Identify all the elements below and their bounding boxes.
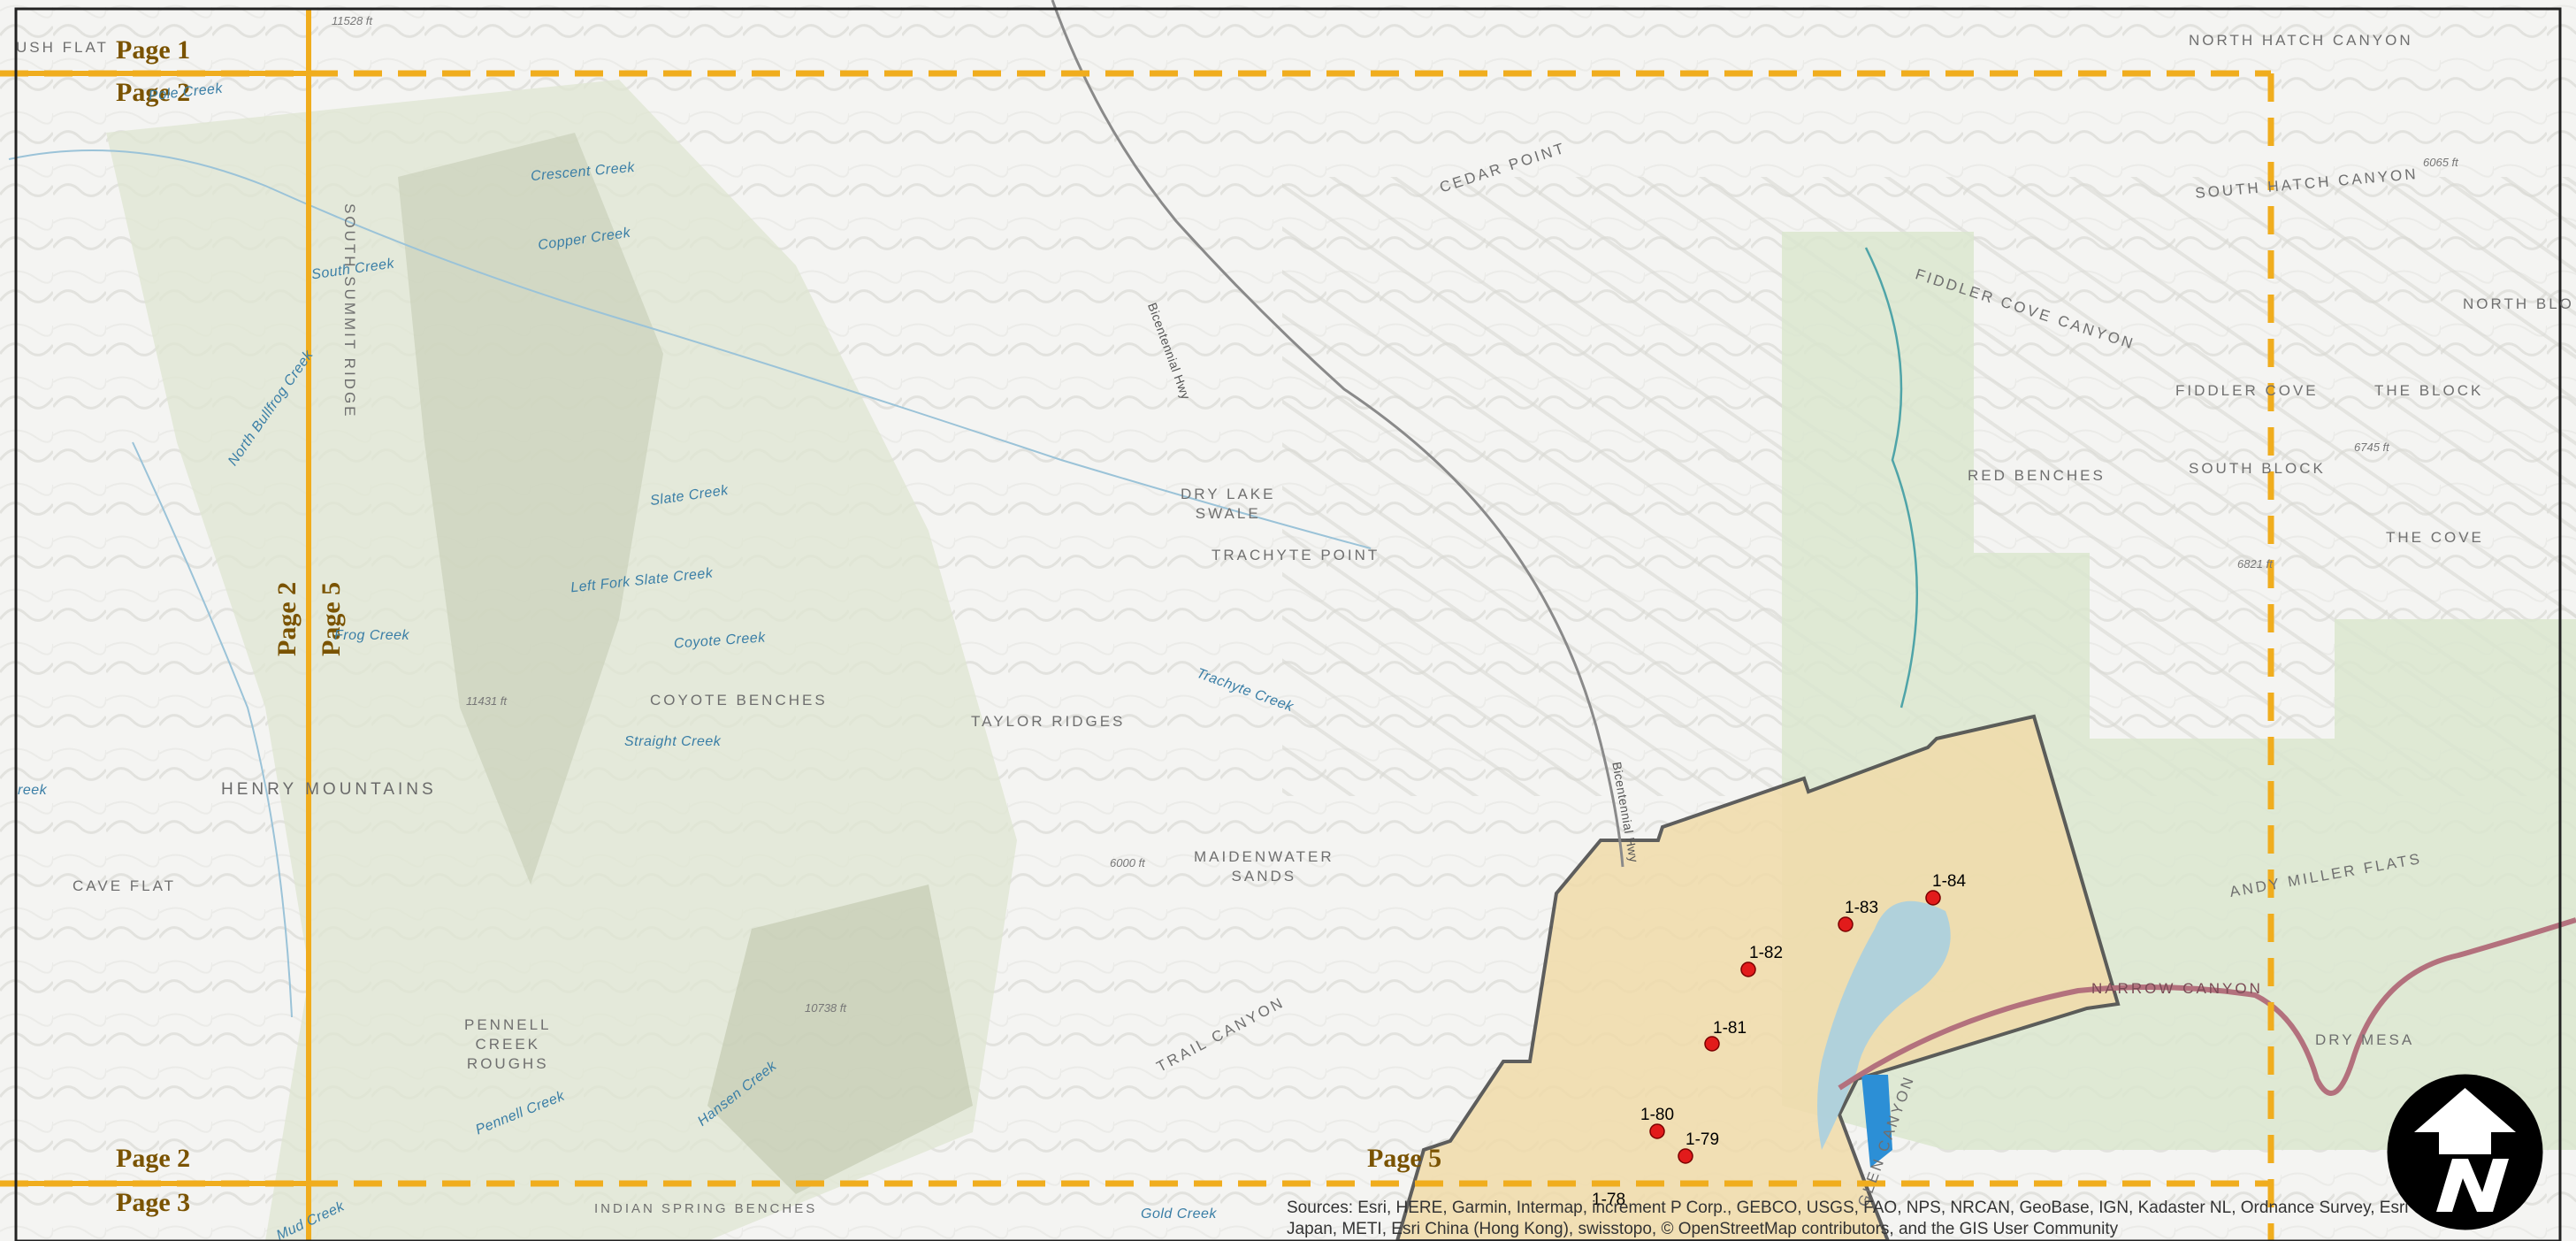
place-rush-flat: USH FLAT — [16, 39, 109, 56]
place-south-summit-ridge: SOUTH SUMMIT RIDGE — [341, 203, 358, 419]
place-indian-spring-benches: INDIAN SPRING BENCHES — [594, 1201, 818, 1216]
place-coyote-benches: COYOTE BENCHES — [650, 692, 828, 709]
stream-2 — [132, 441, 293, 1018]
elevation-e7: 6065 ft — [2423, 156, 2458, 169]
place-fiddler-cove: FIDDLER COVE — [2175, 382, 2319, 399]
place-trachyte-point: TRACHYTE POINT — [1212, 547, 1380, 563]
lake — [1817, 900, 1951, 1150]
water-creek-left: reek — [18, 783, 48, 798]
survey-point-label-1-82: 1-82 — [1749, 944, 1784, 962]
elevation-e1: 11528 ft — [332, 14, 373, 27]
survey-point-1-79[interactable] — [1678, 1148, 1693, 1164]
map-attribution: Sources: Esri, HERE, Garmin, Intermap, i… — [1287, 1198, 2542, 1240]
map-border — [14, 7, 2562, 1241]
place-the-cove: THE COVE — [2386, 529, 2484, 546]
bicentennial-highway — [1051, 0, 1624, 868]
mountain-core — [398, 133, 663, 885]
place-the-block: THE BLOCK — [2374, 382, 2484, 399]
elevation-e3: 10738 ft — [805, 1001, 846, 1015]
page-label-top-page2[interactable]: Page 2 — [116, 78, 191, 107]
mountain-south — [707, 885, 973, 1194]
survey-point-1-84[interactable] — [1925, 890, 1941, 906]
place-henry-mountains: HENRY MOUNTAINS — [221, 780, 437, 799]
survey-point-1-82[interactable] — [1740, 961, 1756, 977]
survey-point-label-1-81: 1-81 — [1713, 1019, 1747, 1038]
place-red-benches: RED BENCHES — [1968, 467, 2106, 484]
water-straight-creek: Straight Creek — [624, 734, 722, 749]
place-narrow-canyon: NARROW CANYON — [2091, 980, 2263, 997]
page-label-top-page1[interactable]: Page 1 — [116, 35, 191, 65]
survey-point-1-80[interactable] — [1649, 1123, 1665, 1139]
place-maidenwater-sands: MAIDENWATER SANDS — [1194, 848, 1334, 885]
page-label-left-page5[interactable]: Page 5 — [317, 581, 346, 656]
survey-point-1-83[interactable] — [1838, 916, 1854, 932]
river — [1838, 917, 2576, 1096]
stream-1 — [8, 149, 1372, 549]
elevation-e5: 6745 ft — [2354, 440, 2389, 454]
survey-point-label-1-79: 1-79 — [1685, 1130, 1720, 1149]
lake-deep — [1861, 1075, 1892, 1168]
survey-point-label-1-84: 1-84 — [1932, 872, 1967, 891]
survey-point-label-1-80: 1-80 — [1640, 1106, 1675, 1124]
water-frog-creek: Frog Creek — [334, 628, 410, 643]
water-gold-creek: Gold Creek — [1141, 1207, 1217, 1222]
elevation-e2: 11431 ft — [466, 694, 508, 708]
elevation-e6: 6821 ft — [2237, 557, 2273, 571]
place-north-block: NORTH BLO — [2463, 295, 2574, 312]
page-label-bottom-page2[interactable]: Page 2 — [116, 1144, 191, 1173]
place-dry-mesa: DRY MESA — [2315, 1031, 2415, 1048]
place-north-hatch-canyon: NORTH HATCH CANYON — [2189, 32, 2413, 49]
place-dry-lake-swale: DRY LAKE SWALE — [1181, 486, 1276, 522]
survey-point-label-1-78: 1-78 — [1592, 1191, 1626, 1209]
place-south-block: SOUTH BLOCK — [2189, 460, 2326, 477]
study-area-polygon[interactable] — [1395, 714, 2121, 1241]
stream-3 — [1864, 247, 1919, 709]
attribution-line-2: Japan, METI, Esri China (Hong Kong), swi… — [1287, 1220, 2119, 1238]
attribution-line-1: Sources: Esri, HERE, Garmin, Intermap, i… — [1287, 1199, 2409, 1217]
north-arrow-icon — [2383, 1070, 2547, 1234]
elevation-e4: 6000 ft — [1110, 856, 1145, 869]
survey-point-1-81[interactable] — [1704, 1036, 1720, 1052]
place-taylor-ridges: TAYLOR RIDGES — [971, 713, 1126, 730]
page-label-bottom-page5[interactable]: Page 5 — [1367, 1144, 1442, 1173]
place-pennell-creek-roughs: PENNELL CREEK ROUGHS — [464, 1016, 552, 1072]
survey-point-label-1-83: 1-83 — [1845, 899, 1879, 917]
page-label-bottom-page3[interactable]: Page 3 — [116, 1188, 191, 1217]
place-cave-flat: CAVE FLAT — [73, 877, 177, 894]
page-label-left-page2[interactable]: Page 2 — [272, 581, 302, 656]
